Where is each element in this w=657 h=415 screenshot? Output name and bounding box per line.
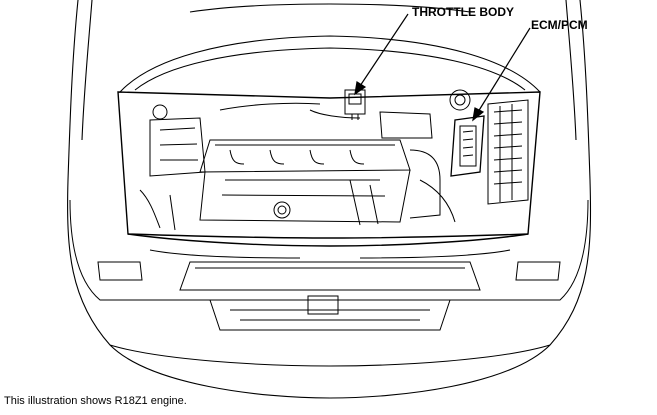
engine-bay-frame [117,91,541,247]
ecm-pcm-component [450,115,485,177]
fuse-box [487,99,529,205]
reservoir-caps [152,89,471,226]
engine-block [139,102,441,231]
ecm-pcm-callout-label: ECM/PCM [531,18,588,32]
illustration-caption: This illustration shows R18Z1 engine. [4,395,187,407]
throttle-body-callout-label: THROTTLE BODY [412,5,514,19]
car-body-outline [67,0,592,399]
callout-leaders [354,13,531,122]
front-bumper [69,199,589,367]
